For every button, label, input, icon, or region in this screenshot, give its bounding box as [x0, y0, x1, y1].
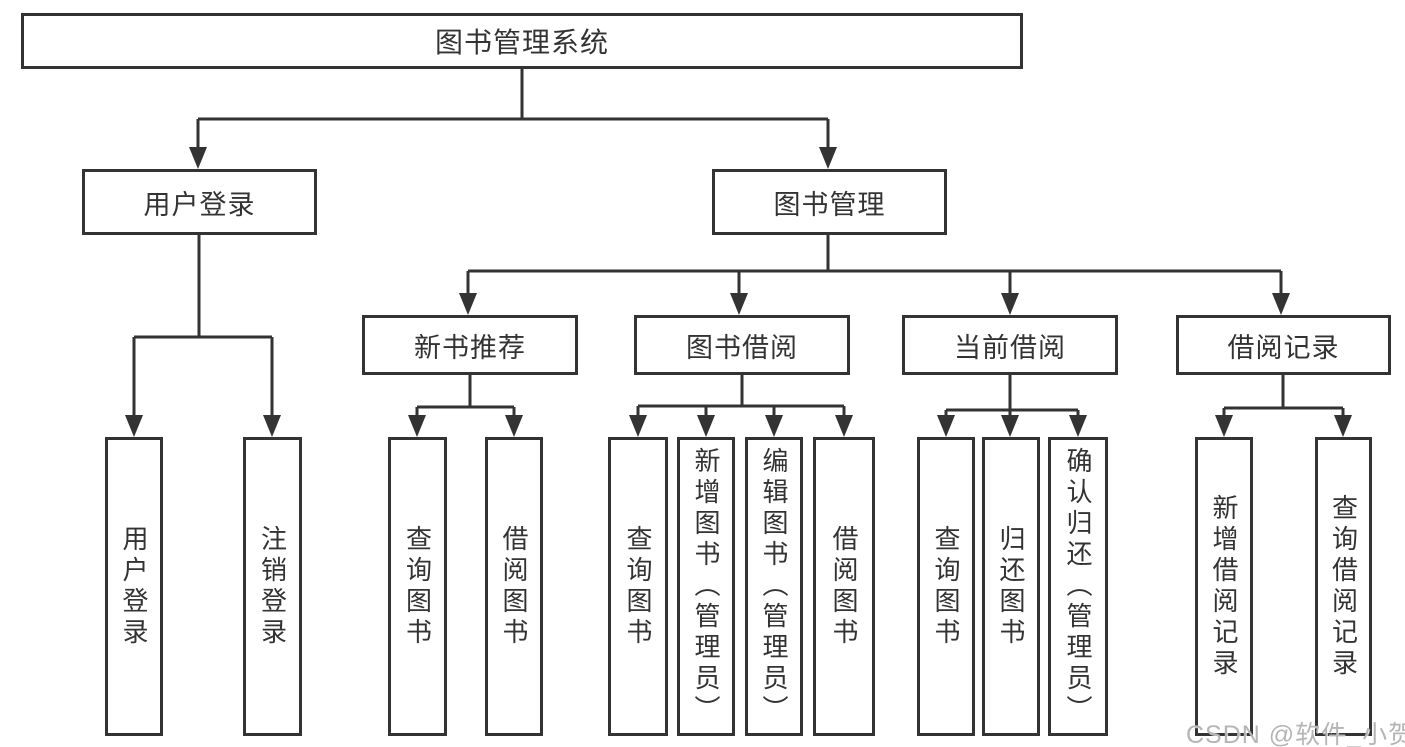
watermark: CSDN @软件_小贺同学 [1186, 721, 1405, 747]
node-library-management-system: 图书管理系统 [21, 13, 1023, 69]
leaf-edit-book-admin: 编辑图书（管理员） [745, 437, 803, 736]
leaf-add-book-admin: 新增图书（管理员） [677, 437, 735, 736]
leaf-borrow-books-borrowing: 借阅图书 [813, 437, 875, 736]
node-user-login: 用户登录 [82, 169, 317, 235]
node-borrowing-records: 借阅记录 [1176, 315, 1391, 375]
leaf-borrow-books-recommend: 借阅图书 [485, 437, 543, 736]
leaf-query-books-borrowing: 查询图书 [608, 437, 668, 736]
node-new-book-recommendation: 新书推荐 [362, 315, 578, 375]
leaf-logout: 注销登录 [243, 437, 302, 736]
leaf-confirm-return-admin: 确认归还（管理员） [1048, 437, 1108, 736]
node-book-borrowing: 图书借阅 [634, 315, 850, 375]
node-book-management: 图书管理 [712, 169, 947, 235]
leaf-query-borrow-record: 查询借阅记录 [1315, 437, 1372, 736]
leaf-user-login: 用户登录 [105, 437, 163, 736]
node-current-borrowing: 当前借阅 [902, 315, 1118, 375]
leaf-add-borrow-record: 新增借阅记录 [1195, 437, 1253, 736]
leaf-query-books-recommend: 查询图书 [388, 437, 447, 736]
leaf-return-books: 归还图书 [982, 437, 1040, 736]
leaf-query-books-current: 查询图书 [917, 437, 975, 736]
